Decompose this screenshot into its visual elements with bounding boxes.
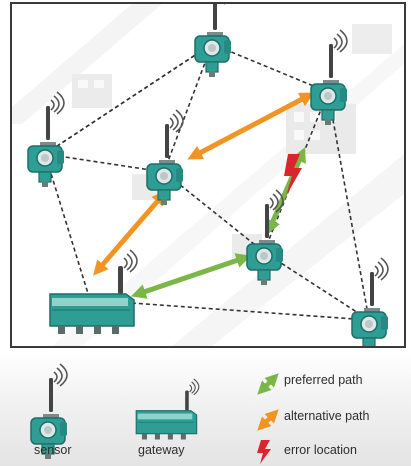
preferred-path-arrow: [266, 147, 306, 235]
alternative-path-arrow: [93, 190, 167, 276]
legend-alternative-label: alternative path: [284, 409, 370, 423]
sensor-icon: [146, 109, 184, 206]
network-canvas: [12, 4, 404, 346]
legend-error-label: error location: [284, 443, 357, 457]
path-arrows: [93, 92, 315, 299]
legend-preferred-label: preferred path: [284, 373, 363, 387]
legend-gateway-icon: [135, 378, 200, 441]
dashed-links: [44, 43, 370, 321]
alternative-path-arrow: [187, 92, 315, 160]
legend-canvas: [30, 363, 279, 464]
dashed-link: [44, 43, 213, 155]
lightning-error-icon: [257, 440, 271, 464]
dashed-link: [89, 299, 370, 321]
lightning-error-icon: [284, 154, 302, 196]
legend: sensor gateway preferred path alternativ…: [0, 352, 411, 466]
building-icon: [72, 74, 112, 108]
dashed-link: [327, 91, 370, 321]
preferred-path-arrow: [257, 373, 279, 395]
sensor-icon: [351, 257, 389, 346]
building-icon: [286, 104, 356, 154]
network-panel: [10, 2, 406, 348]
building-icon: [352, 24, 392, 54]
legend-sensor-label: sensor: [34, 443, 72, 457]
dashed-link: [44, 153, 91, 301]
dashed-link: [163, 43, 213, 173]
gateway-icon: [135, 378, 200, 441]
preferred-path-arrow: [130, 253, 252, 299]
dashed-link: [44, 153, 165, 173]
legend-gateway-label: gateway: [138, 443, 185, 457]
sensor-icon: [194, 4, 232, 78]
alternative-path-arrow: [257, 409, 279, 431]
